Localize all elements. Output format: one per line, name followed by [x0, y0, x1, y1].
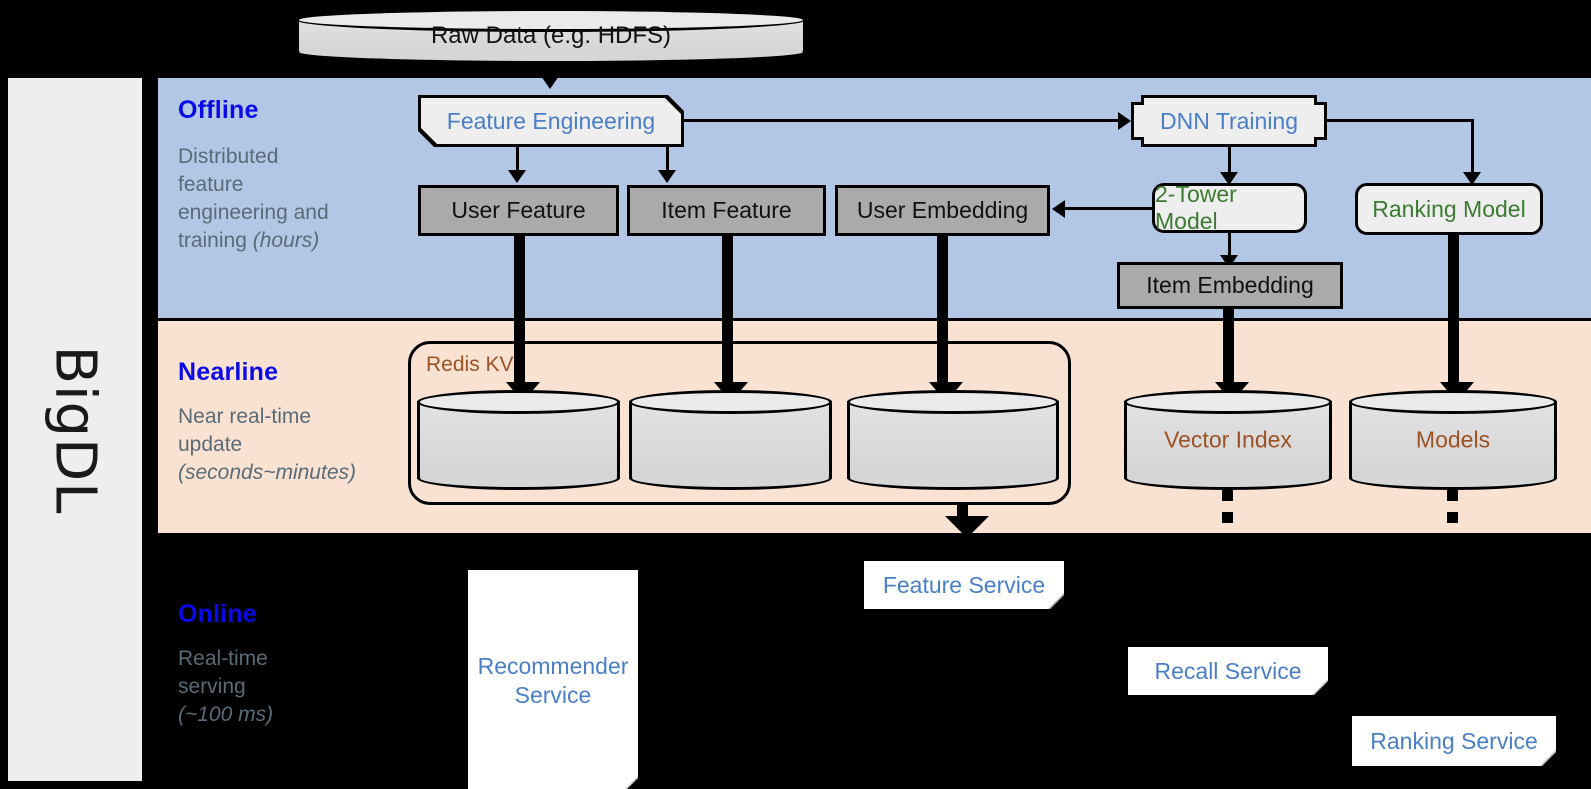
connector-redis-to-feature-service-stub: [957, 505, 968, 516]
cylinder-top: [417, 390, 620, 414]
connector-vector-index-stub-1: [1222, 490, 1233, 501]
ranking-service-card[interactable]: Ranking Service: [1352, 716, 1556, 766]
item-embedding-box[interactable]: Item Embedding: [1117, 262, 1343, 309]
connector-fe-to-dnn: [684, 119, 1118, 122]
raw-data-label: Raw Data (e.g. HDFS): [430, 22, 672, 49]
cylinder-top: [1349, 390, 1557, 414]
arrowhead-rawdata-to-fe: [541, 76, 559, 89]
user-feature-box[interactable]: User Feature: [418, 185, 619, 236]
user-embedding-box[interactable]: User Embedding: [835, 185, 1050, 236]
offline-desc-emphasis: (hours): [252, 228, 320, 252]
connector-item-embedding-to-vector-index: [1223, 309, 1234, 390]
arrowhead-dnn-to-ranking: [1463, 172, 1481, 185]
item-feature-store-cylinder[interactable]: [629, 390, 832, 490]
arrowhead-2tower-to-user-embedding: [1052, 200, 1065, 218]
cylinder-top: [1124, 390, 1332, 414]
cylinder-body: [629, 401, 832, 479]
offline-desc-line4: training: [178, 228, 253, 252]
cylinder-body: [847, 401, 1059, 479]
connector-user-feature-to-store: [514, 236, 525, 390]
recall-service-card[interactable]: Recall Service: [1128, 647, 1328, 695]
bigdl-label: BigDL: [42, 345, 108, 514]
connector-ranking-model-to-models: [1448, 235, 1459, 390]
cylinder-top: [847, 390, 1059, 414]
dnn-training-box[interactable]: DNN Training: [1134, 98, 1324, 144]
stage-desc-offline: Distributed feature engineering and trai…: [178, 143, 393, 255]
cylinder-body: [1124, 401, 1332, 479]
arrowhead-dnn-to-2tower: [1220, 172, 1238, 185]
connector-dnn-to-2tower: [1228, 146, 1231, 174]
ranking-model-box[interactable]: Ranking Model: [1355, 183, 1543, 235]
cylinder-body: [1349, 401, 1557, 479]
vector-index-cylinder[interactable]: Vector Index: [1124, 390, 1332, 490]
connector-fe-to-user-feature: [516, 146, 519, 172]
models-cylinder[interactable]: Models: [1349, 390, 1557, 490]
two-tower-model-box[interactable]: 2-Tower Model: [1152, 181, 1307, 234]
nearline-desc-line1: Near real-time: [178, 405, 312, 428]
stage-title-online: Online: [178, 600, 257, 628]
connector-user-embedding-to-store: [937, 236, 948, 390]
connector-2tower-to-item-embedding: [1228, 233, 1231, 257]
recommender-service-label: Recommender Service: [477, 653, 629, 708]
cylinder-body: [417, 401, 620, 479]
arrowhead-fe-to-dnn: [1118, 112, 1131, 130]
arrowhead-fe-to-item-feature: [658, 170, 676, 183]
online-desc-line2: serving: [178, 674, 246, 698]
connector-2tower-to-user-embedding: [1065, 207, 1153, 210]
offline-desc-line2: feature: [178, 172, 244, 196]
stage-title-offline: Offline: [178, 96, 259, 124]
connector-vector-index-stub-2: [1222, 512, 1233, 523]
cylinder-top: [629, 390, 832, 414]
nearline-desc-emphasis: (seconds~minutes): [178, 460, 356, 484]
stage-desc-online: Real-time serving (~100 ms): [178, 645, 393, 729]
cylinder-top: [296, 8, 806, 32]
feature-service-label: Feature Service: [882, 571, 1046, 598]
connector-rawdata-to-fe: [549, 62, 552, 78]
arrowhead-fe-to-user-feature: [508, 170, 526, 183]
user-embedding-store-cylinder[interactable]: [847, 390, 1059, 490]
user-feature-store-cylinder[interactable]: [417, 390, 620, 490]
offline-desc-line1: Distributed: [178, 145, 279, 168]
feature-engineering-box[interactable]: Feature Engineering: [421, 98, 681, 144]
offline-desc-line3: engineering and: [178, 200, 329, 224]
stage-desc-nearline: Near real-time update (seconds~minutes): [178, 403, 393, 487]
redis-kv-label: Redis KV: [426, 353, 514, 376]
ranking-service-label: Ranking Service: [1370, 727, 1538, 754]
vector-index-label: Vector Index: [1164, 426, 1292, 453]
recommender-service-card[interactable]: Recommender Service: [468, 570, 638, 789]
recall-service-label: Recall Service: [1154, 657, 1302, 684]
online-desc-emphasis: (~100 ms): [178, 702, 274, 726]
nearline-desc-line2: update: [178, 432, 243, 456]
item-feature-box[interactable]: Item Feature: [627, 185, 826, 236]
online-desc-line1: Real-time: [178, 647, 268, 670]
connector-models-stub-1: [1447, 490, 1458, 501]
raw-data-cylinder: Raw Data (e.g. HDFS): [296, 8, 806, 64]
feature-service-card[interactable]: Feature Service: [864, 561, 1064, 609]
arrowhead-redis-to-feature-service: [945, 516, 989, 538]
connector-dnn-to-ranking-h: [1324, 119, 1474, 122]
connector-item-feature-to-store: [722, 236, 733, 390]
connector-dnn-to-ranking-v: [1471, 119, 1474, 175]
redis-kv-container: [408, 341, 1071, 505]
connector-models-stub-2: [1447, 512, 1458, 523]
stage-title-nearline: Nearline: [178, 358, 279, 386]
bigdl-framework-rail: BigDL: [8, 78, 142, 781]
connector-fe-to-item-feature: [666, 146, 669, 172]
models-label: Models: [1415, 426, 1491, 453]
